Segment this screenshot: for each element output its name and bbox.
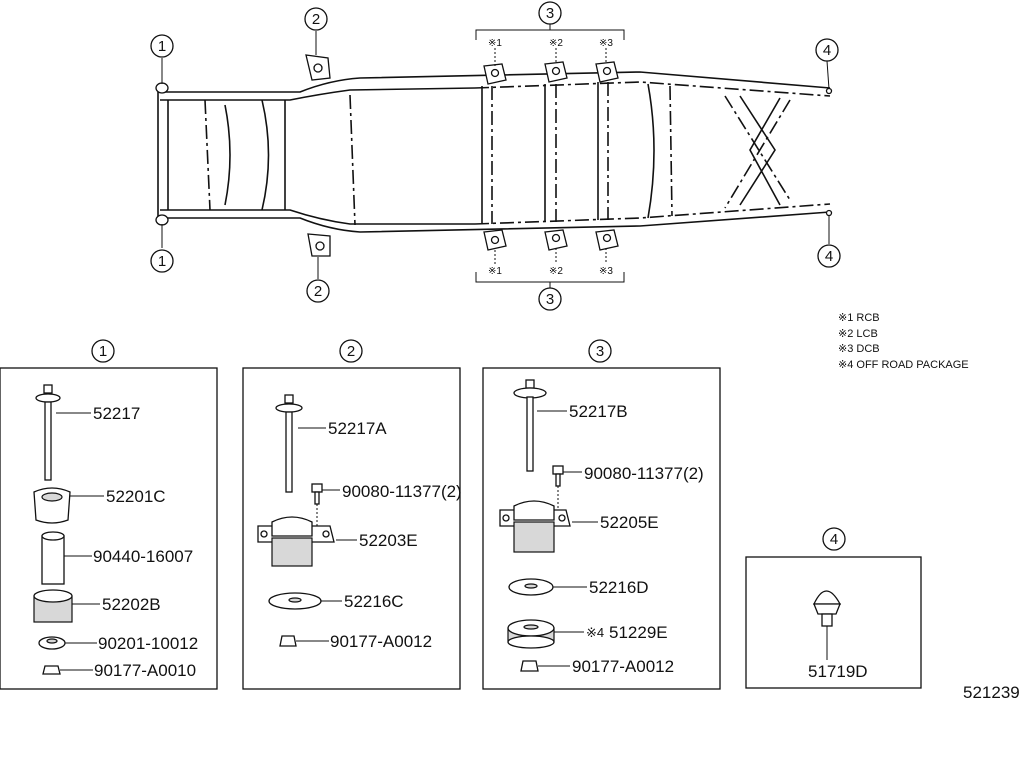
callout-1-top: 1	[150, 34, 174, 58]
callout-4-bottom-label: 4	[825, 248, 833, 265]
part-51229E[interactable]: 51229E	[609, 623, 668, 642]
part-52216C[interactable]: 52216C	[344, 592, 404, 611]
part-52205E[interactable]: 52205E	[600, 513, 659, 532]
callout-4-bottom: 4	[817, 244, 841, 268]
diagram-code: 521239	[963, 683, 1020, 702]
part-52201C[interactable]: 52201C	[106, 487, 166, 506]
cushion-icon	[507, 619, 555, 649]
sleeve-icon	[41, 531, 65, 585]
callout-3-bottom: 3	[538, 287, 562, 311]
washer-icon	[268, 592, 322, 610]
group-2-number: 2	[347, 343, 355, 360]
bolt-icon	[35, 384, 61, 481]
legend-item-4: ※4 OFF ROAD PACKAGE	[838, 359, 969, 371]
washer-icon	[508, 578, 554, 596]
group-4-number: 4	[830, 531, 838, 548]
mark-bottom-2: ※2	[549, 266, 563, 277]
callout-2-bottom: 2	[306, 279, 330, 303]
group-1-box: 1	[0, 339, 218, 690]
part-52216D[interactable]: 52216D	[589, 578, 649, 597]
part-52217A[interactable]: 52217A	[328, 419, 387, 438]
callout-3-bottom-label: 3	[546, 291, 554, 308]
vehicle-frame	[155, 24, 833, 288]
group-3-box: 3	[482, 339, 721, 690]
callout-2-top: 2	[304, 7, 328, 31]
callout-2-bottom-label: 2	[314, 283, 322, 300]
part-90177-A0012-g2[interactable]: 90177-A0012	[330, 632, 432, 651]
bolt-icon	[513, 379, 547, 472]
mark-bottom-3: ※3	[599, 266, 613, 277]
part-90201-10012[interactable]: 90201-10012	[98, 634, 198, 653]
cushion-icon	[33, 487, 71, 524]
small-bolt-icon	[311, 483, 323, 505]
washer-icon	[38, 636, 66, 650]
callout-2-top-label: 2	[312, 11, 320, 28]
callout-1-bottom: 1	[150, 249, 174, 273]
bracket-mount-icon	[257, 516, 335, 567]
nut-icon	[42, 665, 61, 675]
callout-4-top: 4	[815, 38, 839, 62]
legend: ※1 RCB ※2 LCB ※3 DCB ※4 OFF ROAD PACKAGE	[838, 312, 969, 371]
legend-item-1: ※1 RCB	[838, 312, 880, 324]
small-bolt-icon	[552, 465, 564, 487]
mark-bottom-1: ※1	[488, 266, 502, 277]
callout-3-top-label: 3	[546, 5, 554, 22]
part-90440-16007[interactable]: 90440-16007	[93, 547, 193, 566]
part-51229E-mark: ※4	[586, 625, 604, 640]
part-52217B[interactable]: 52217B	[569, 402, 628, 421]
callout-1-top-label: 1	[158, 38, 166, 55]
callout-3-top: 3	[538, 1, 562, 25]
bolt-icon	[275, 394, 303, 493]
mark-top-2: ※2	[549, 38, 563, 49]
legend-item-3: ※3 DCB	[838, 343, 880, 355]
part-52203E[interactable]: 52203E	[359, 531, 418, 550]
part-90177-A0012-g3[interactable]: 90177-A0012	[572, 657, 674, 676]
lower-cushion-icon	[33, 589, 73, 623]
group-4-box: 4 51719D	[745, 527, 922, 689]
nut-icon	[279, 635, 297, 647]
part-52202B[interactable]: 52202B	[102, 595, 161, 614]
bump-stop-icon	[812, 590, 842, 627]
group-2-box: 2 52217A 90080-1	[242, 339, 462, 690]
group-3-number: 3	[596, 343, 604, 360]
callout-4-top-label: 4	[823, 42, 831, 59]
part-51719D[interactable]: 51719D	[808, 662, 868, 681]
mark-top-3: ※3	[599, 38, 613, 49]
part-90080-11377-2-g2[interactable]: 90080-11377(2)	[342, 482, 462, 501]
part-90177-A0010[interactable]: 90177-A0010	[94, 661, 196, 680]
part-52217[interactable]: 52217	[93, 404, 140, 423]
part-90080-11377-2-g3[interactable]: 90080-11377(2)	[584, 464, 704, 483]
group-1-number: 1	[99, 343, 107, 360]
nut-icon	[520, 660, 539, 672]
callout-1-bottom-label: 1	[158, 253, 166, 270]
legend-item-2: ※2 LCB	[838, 328, 878, 340]
bracket-mount-icon	[499, 500, 571, 553]
mark-top-1: ※1	[488, 38, 502, 49]
